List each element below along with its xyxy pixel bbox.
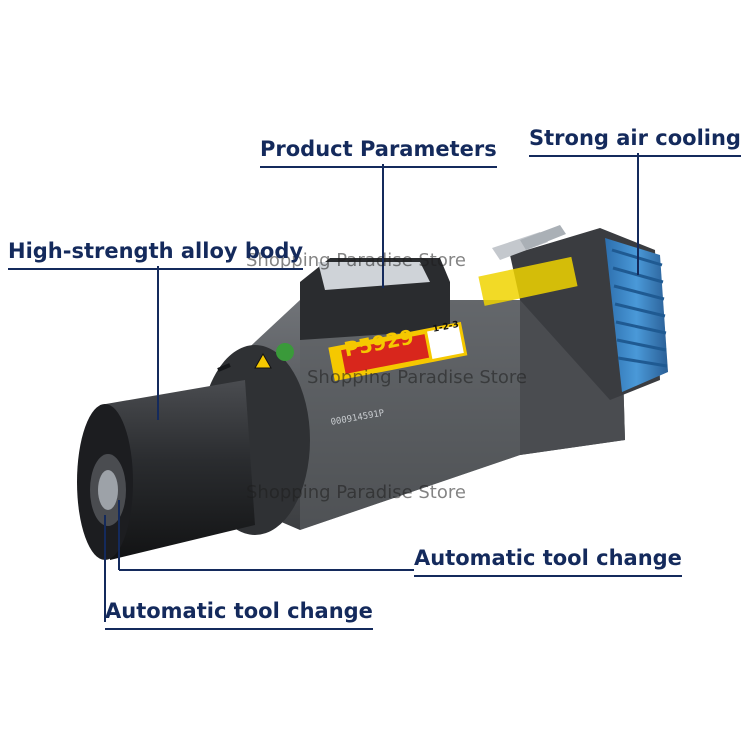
warning-triangle-icon: [254, 352, 272, 369]
callout-automatic-tool-change-lower: Automatic tool change: [105, 598, 373, 630]
callout-strong-air-cooling: Strong air cooling: [529, 125, 741, 157]
watermark: Shopping Paradise Store: [246, 250, 466, 271]
spindle-cylinder: [100, 380, 255, 560]
callout-alloy-body: High-strength alloy body: [8, 238, 304, 270]
product-label: [328, 321, 468, 382]
callout-product-parameters: Product Parameters: [260, 136, 497, 168]
watermark: Shopping Paradise Store: [307, 367, 527, 388]
watermark: Shopping Paradise Store: [246, 482, 466, 503]
callout-automatic-tool-change: Automatic tool change: [414, 545, 682, 577]
cooling-fan-icon: [605, 238, 668, 392]
